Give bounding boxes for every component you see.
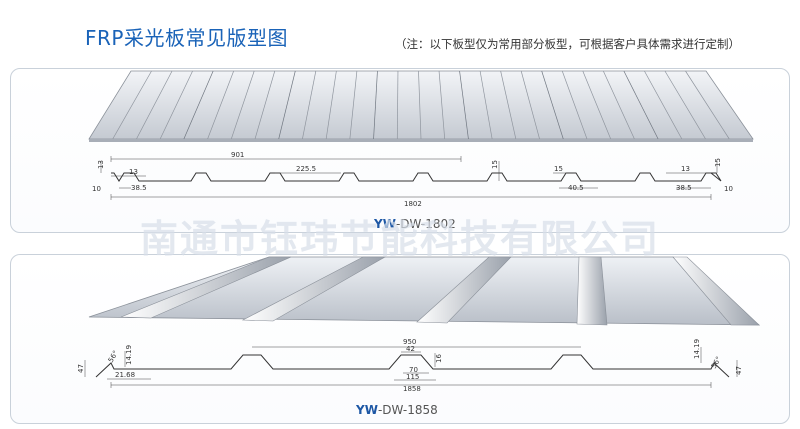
cross-section-1858 <box>95 354 730 378</box>
profile-panel-1858: 47 14.19 21.68 56° 950 42 16 70 115 1858… <box>10 254 790 424</box>
page-title: FRP采光板常见版型图 <box>85 26 288 50</box>
dim-left-width: 21.68 <box>115 371 135 379</box>
profile-panel-1802: 901 13 225.5 13 10 38.5 1802 15 15 40.5 … <box>10 68 790 233</box>
cross-section-1802 <box>111 172 722 182</box>
sheet-illustration-1858 <box>88 256 761 326</box>
dim-left-width: 38.5 <box>131 184 147 192</box>
dim-right-height-b: 47 <box>735 366 743 375</box>
model-code: -DW-1858 <box>377 403 438 417</box>
dim-left-height-b: 14.19 <box>125 345 133 365</box>
dim-rib-mid: 70 <box>409 366 418 374</box>
dim-center-height: 15 <box>491 160 499 169</box>
dim-right-width: 38.5 <box>676 184 692 192</box>
model-code: -DW-1802 <box>395 217 456 231</box>
customization-note: （注：以下板型仅为常用部分板型，可根据客户具体需求进行定制） <box>395 37 740 51</box>
profile-drawing-1802: 901 13 225.5 13 10 38.5 1802 15 15 40.5 … <box>88 70 754 208</box>
dim-left-pitch: 13 <box>129 168 138 176</box>
dim-rib-top: 42 <box>406 345 415 353</box>
model-brand: YW <box>374 217 396 231</box>
dim-center-top: 15 <box>554 165 563 173</box>
dimension-lines-1858 <box>84 346 738 388</box>
model-label-1802: YW-DW-1802 <box>374 217 456 231</box>
dim-total-width: 1858 <box>403 385 421 393</box>
sheet-illustration-1802 <box>88 70 754 142</box>
dimension-lines-1802 <box>100 156 718 200</box>
dim-left-height: 13 <box>97 160 105 169</box>
dim-right-base: 10 <box>724 185 733 193</box>
dim-left-angle: 56° <box>107 349 120 364</box>
dim-center-width: 40.5 <box>568 184 584 192</box>
dim-mid-pitch: 225.5 <box>296 165 316 173</box>
dim-right-pitch: 13 <box>681 165 690 173</box>
dim-left-height-a: 47 <box>77 364 85 373</box>
dim-top-span: 950 <box>403 338 416 346</box>
dim-left-base: 10 <box>92 185 101 193</box>
model-brand: YW <box>356 403 378 417</box>
dim-top-span: 901 <box>231 151 244 159</box>
dim-total-width: 1802 <box>404 200 422 208</box>
dim-right-angle: 56° <box>710 355 723 370</box>
profile-drawing-1858: 47 14.19 21.68 56° 950 42 16 70 115 1858… <box>77 256 761 393</box>
model-label-1858: YW-DW-1858 <box>356 403 438 417</box>
dim-right-height-a: 14.19 <box>693 339 701 359</box>
dim-rib-base: 115 <box>406 373 419 381</box>
dim-right-height: 15 <box>714 158 722 167</box>
dim-rib-height: 16 <box>435 354 443 363</box>
